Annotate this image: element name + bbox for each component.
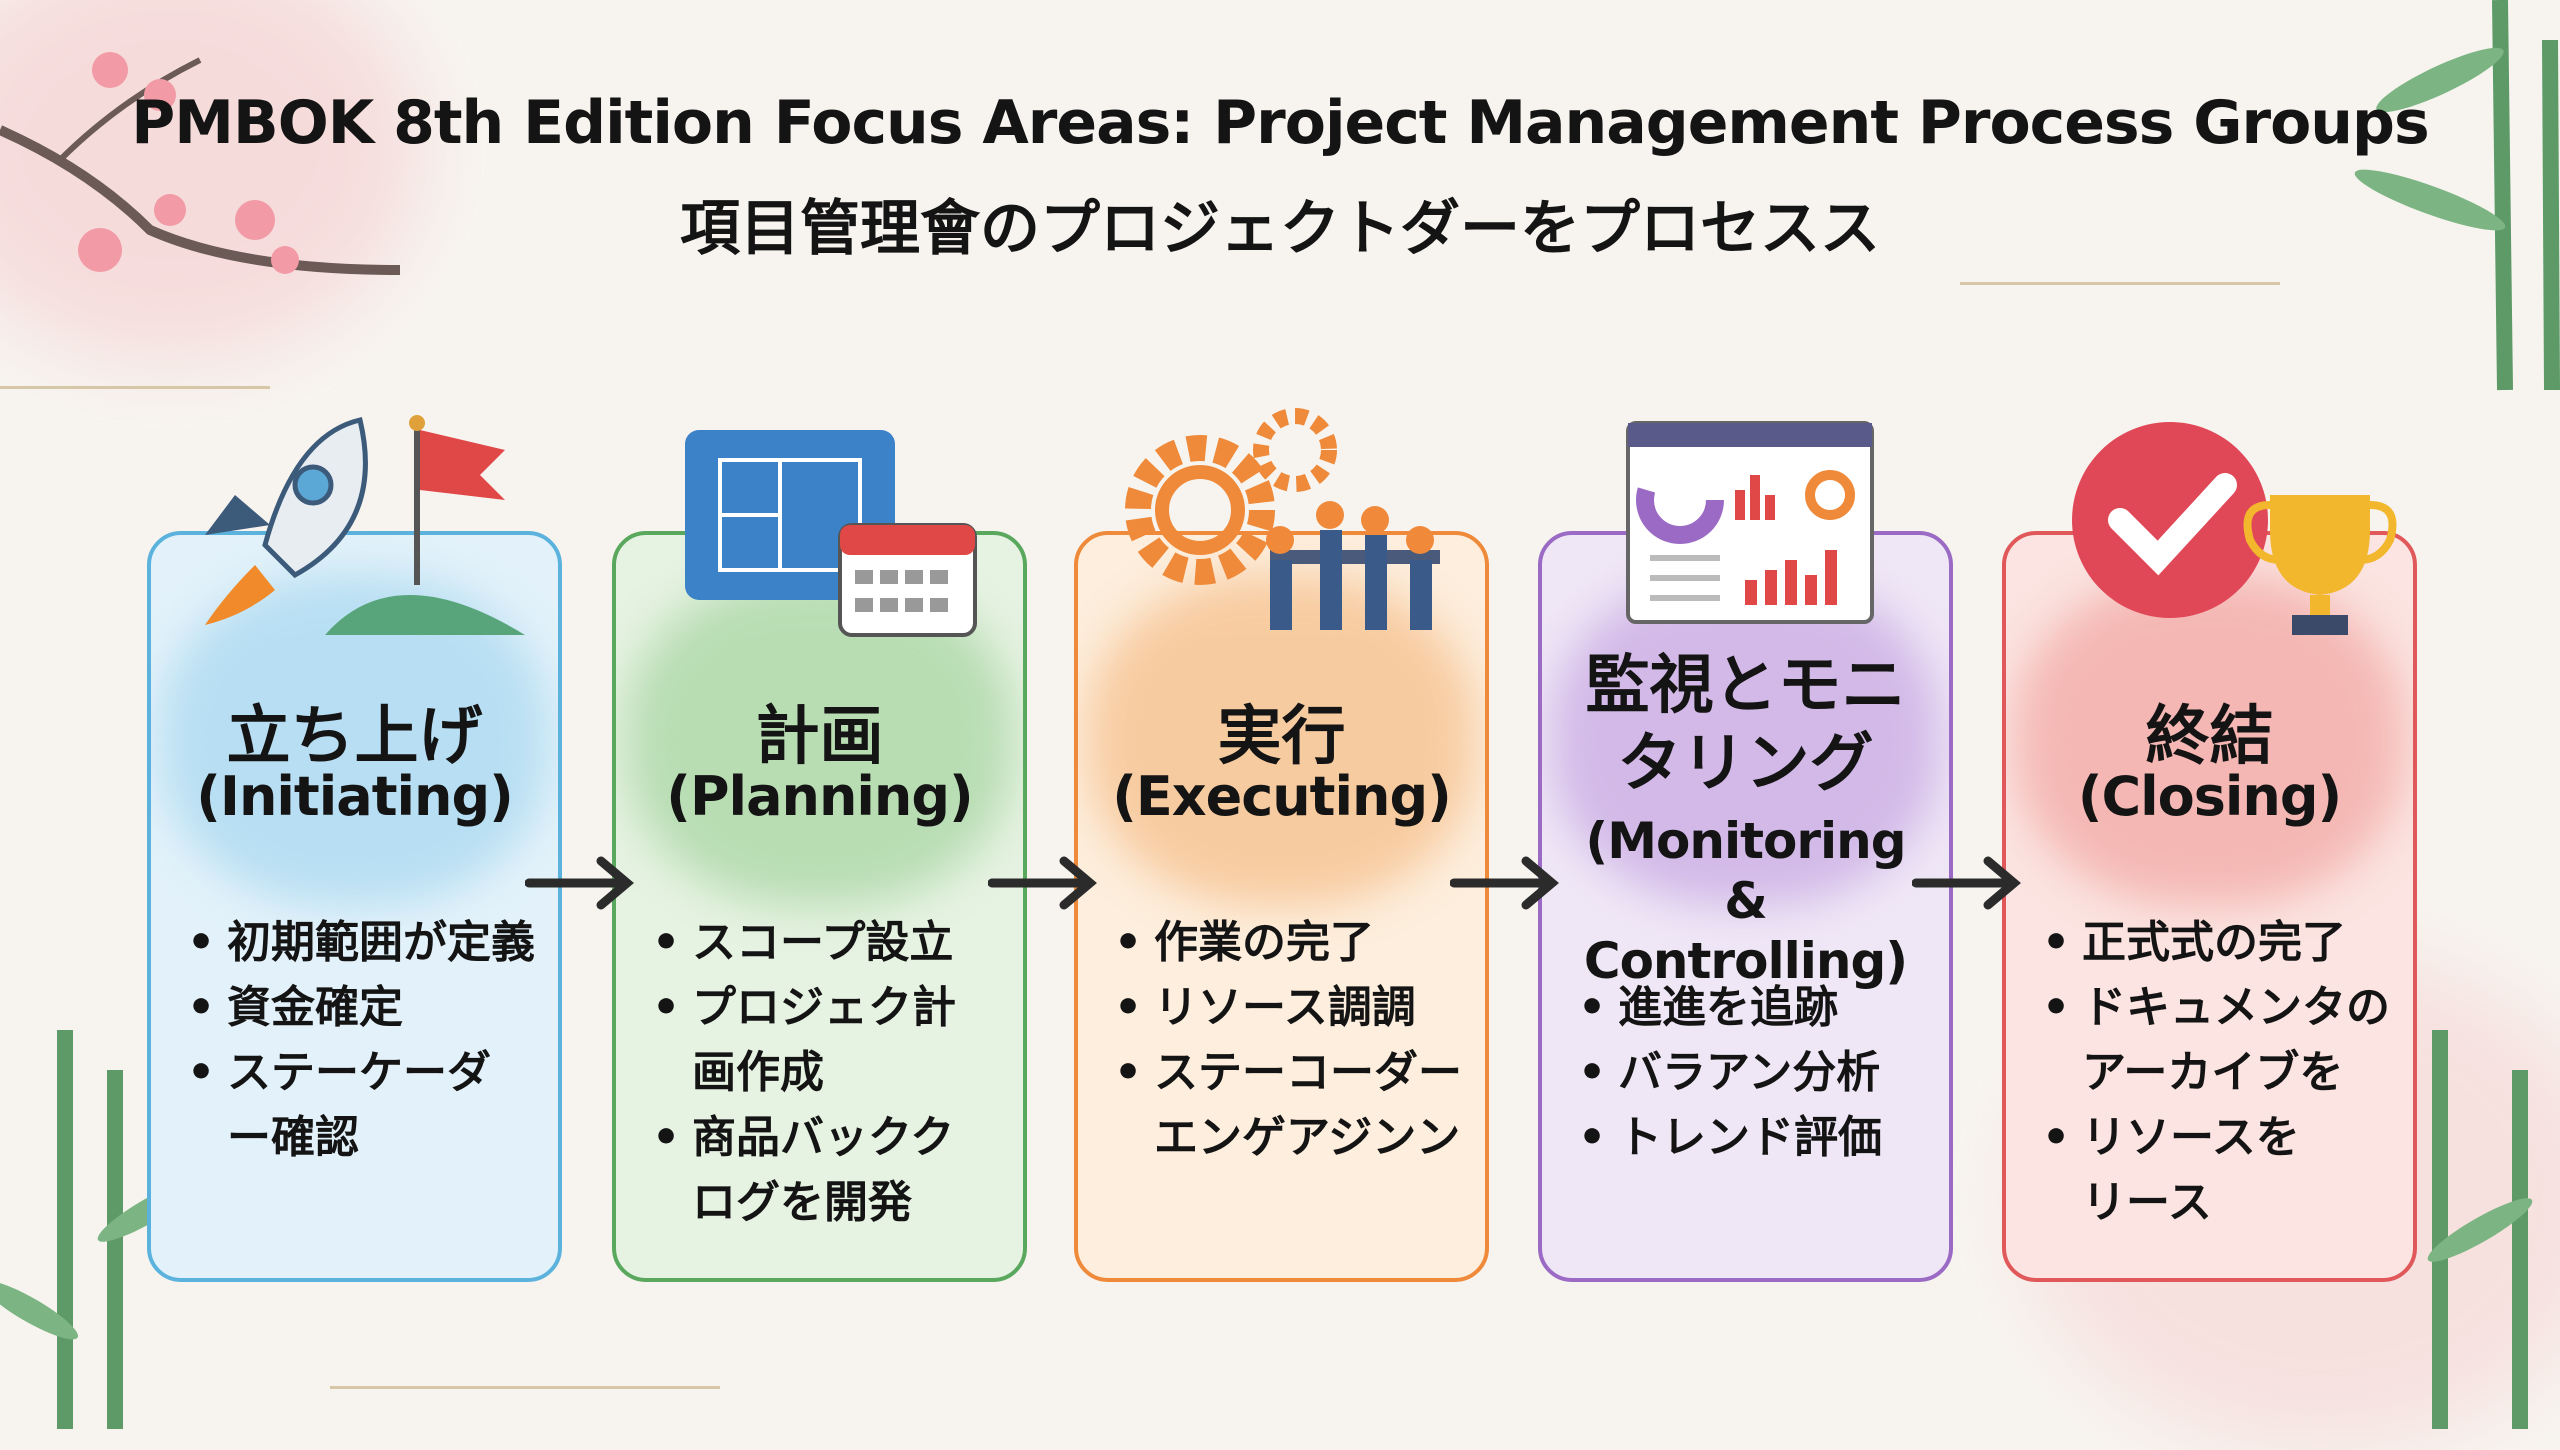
arrow-right-icon bbox=[525, 856, 634, 910]
card-bullets: 初期範囲が定義 資金確定 ステーケーダー確認 bbox=[187, 910, 557, 1170]
card-bullets: 正式式の完了 ドキュメンタのアーカイブを リソースをリース bbox=[2042, 910, 2413, 1235]
card-executing: 実行 (Executing) 作業の完了 リソース調調 ステーコーダーエンゲアジ… bbox=[1074, 531, 1489, 1282]
decorative-line bbox=[1960, 282, 2280, 285]
arrow-right-icon bbox=[1450, 856, 1559, 910]
bamboo-top-right-icon bbox=[2354, 0, 2560, 391]
page-subtitle: 項目管理會のプロジェクトダーをプロセスス bbox=[680, 194, 1880, 264]
cherry-blossom-branch-icon bbox=[0, 52, 401, 275]
card-bullets: スコープ設立 プロジェク計画作成 商品バッククログを開発 bbox=[652, 910, 1022, 1235]
dashboard-analytics-icon bbox=[1626, 421, 1874, 624]
watercolor-wash bbox=[1552, 575, 1939, 905]
bullet-item: リソース調調 bbox=[1114, 975, 1485, 1040]
rocket-flag-icon bbox=[205, 415, 525, 635]
card-initiating: 立ち上げ (Initiating) 初期範囲が定義 資金確定 ステーケーダー確認 bbox=[147, 531, 562, 1282]
card-title-en: (Executing) bbox=[1112, 765, 1452, 828]
bullet-item: 商品バッククログを開発 bbox=[652, 1105, 992, 1235]
page-title: PMBOK 8th Edition Focus Areas: Project M… bbox=[131, 88, 2429, 158]
bullet-item: 作業の完了 bbox=[1114, 910, 1485, 975]
bullet-item: 正式式の完了 bbox=[2042, 910, 2413, 975]
bullet-item: トレンド評価 bbox=[1578, 1105, 1948, 1170]
bullet-item: スコープ設立 bbox=[652, 910, 1022, 975]
bullet-item: 資金確定 bbox=[187, 975, 557, 1040]
bullet-item: リソースをリース bbox=[2042, 1105, 2302, 1235]
decorative-line bbox=[0, 386, 270, 389]
card-planning: 計画 (Planning) スコープ設立 プロジェク計画作成 商品バッククログを… bbox=[612, 531, 1027, 1282]
card-title-jp: 立ち上げ bbox=[226, 700, 483, 774]
card-title-jp: 計画 bbox=[755, 700, 884, 774]
bullet-item: ドキュメンタのアーカイブを bbox=[2042, 975, 2412, 1105]
bullet-item: ステーコーダーエンゲアジンン bbox=[1114, 1040, 1484, 1170]
bamboo-bottom-right-icon bbox=[2427, 1030, 2533, 1429]
card-title-en: (Monitoring & Controlling) bbox=[1583, 812, 1908, 990]
card-title-en: (Initiating) bbox=[196, 765, 514, 828]
bullet-item: 初期範囲が定義 bbox=[187, 910, 557, 975]
gears-team-icon bbox=[1125, 408, 1440, 630]
card-title-jp: 監視とモニタリング bbox=[1585, 649, 1906, 801]
decorative-line bbox=[330, 1386, 720, 1389]
card-title-jp: 終結 bbox=[2145, 700, 2274, 774]
card-bullets: 作業の完了 リソース調調 ステーコーダーエンゲアジンン bbox=[1114, 910, 1485, 1170]
card-bullets: 進進を追跡 バラアン分析 トレンド評価 bbox=[1578, 975, 1948, 1170]
bullet-item: ステーケーダー確認 bbox=[187, 1040, 527, 1170]
arrow-right-icon bbox=[988, 856, 1097, 910]
card-title-en: (Closing) bbox=[2077, 765, 2342, 828]
card-closing: 終結 (Closing) 正式式の完了 ドキュメンタのアーカイブを リソースをリ… bbox=[2002, 531, 2417, 1282]
bullet-item: プロジェク計画作成 bbox=[652, 975, 982, 1105]
checkmark-trophy-icon bbox=[2072, 422, 2397, 635]
blueprint-calendar-icon bbox=[685, 430, 977, 637]
bullet-item: バラアン分析 bbox=[1578, 1040, 1948, 1105]
card-title-en: (Planning) bbox=[666, 765, 973, 828]
arrow-right-icon bbox=[1912, 856, 2021, 910]
card-monitoring-controlling: 監視とモニタリング (Monitoring & Controlling) 進進を… bbox=[1538, 531, 1953, 1282]
bullet-item: 進進を追跡 bbox=[1578, 975, 1948, 1040]
card-title-jp: 実行 bbox=[1217, 700, 1346, 774]
